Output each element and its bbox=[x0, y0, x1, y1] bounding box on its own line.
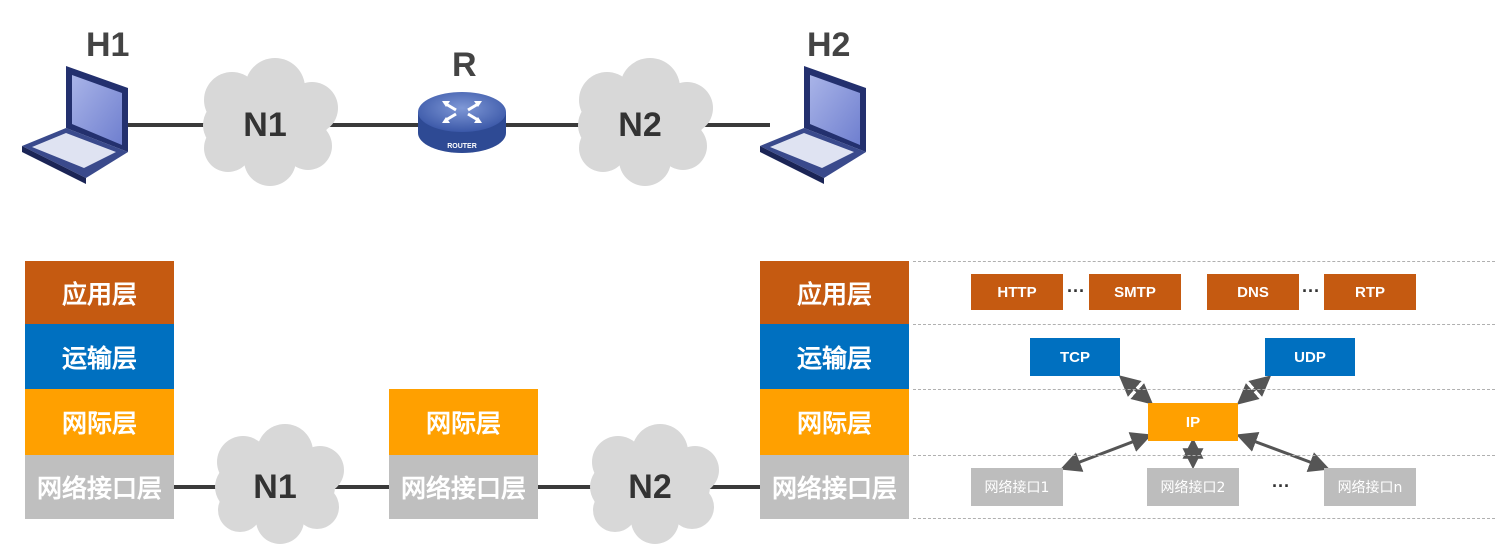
laptop-h1-icon bbox=[22, 66, 128, 184]
cloud-n1-top-label: N1 bbox=[243, 106, 287, 144]
arrow-ip-ifacen bbox=[1236, 432, 1330, 472]
divider-line bbox=[913, 518, 1495, 519]
cloud-n2-top bbox=[578, 58, 713, 186]
protocol-ip: IP bbox=[1148, 403, 1238, 441]
protocol-tcp: TCP bbox=[1030, 338, 1120, 376]
router-icon bbox=[418, 92, 506, 153]
protocol-dns: DNS bbox=[1207, 274, 1299, 310]
protocol-http: HTTP bbox=[971, 274, 1063, 310]
router-network-interface-layer: 网络接口层 bbox=[389, 455, 538, 519]
left-application-layer: 应用层 bbox=[25, 261, 174, 324]
network-interface-1: 网络接口1 bbox=[971, 468, 1063, 506]
network-interface-n: 网络接口n bbox=[1324, 468, 1416, 506]
divider-line bbox=[913, 324, 1495, 325]
protocol-rtp: RTP bbox=[1324, 274, 1416, 310]
arrow-ip-iface1 bbox=[1060, 432, 1152, 472]
protocol-udp: UDP bbox=[1265, 338, 1355, 376]
right-transport-layer: 运输层 bbox=[760, 324, 909, 389]
ellipsis: ··· bbox=[1272, 476, 1290, 496]
divider-line bbox=[913, 455, 1495, 456]
divider-line bbox=[913, 261, 1495, 262]
cloud-n1-bottom bbox=[215, 424, 344, 544]
router-internet-layer: 网际层 bbox=[389, 389, 538, 455]
divider-line bbox=[913, 389, 1495, 390]
cloud-n1-bottom-label: N1 bbox=[253, 468, 297, 506]
cloud-n1-top bbox=[203, 58, 338, 186]
cloud-n2-bottom bbox=[590, 424, 719, 544]
left-transport-layer: 运输层 bbox=[25, 324, 174, 389]
router-label: R bbox=[452, 46, 477, 84]
ellipsis: ··· bbox=[1302, 281, 1320, 301]
right-internet-layer: 网际层 bbox=[760, 389, 909, 455]
arrow-udp-ip bbox=[1236, 375, 1272, 405]
arrow-tcp-ip bbox=[1118, 375, 1154, 405]
cloud-n2-bottom-label: N2 bbox=[628, 468, 672, 506]
right-network-interface-layer: 网络接口层 bbox=[760, 455, 909, 519]
left-internet-layer: 网际层 bbox=[25, 389, 174, 455]
host-h2-label: H2 bbox=[807, 26, 851, 64]
host-h1-label: H1 bbox=[86, 26, 130, 64]
left-network-interface-layer: 网络接口层 bbox=[25, 455, 174, 519]
cloud-n2-top-label: N2 bbox=[618, 106, 662, 144]
protocol-smtp: SMTP bbox=[1089, 274, 1181, 310]
router-badge-text: ROUTER bbox=[447, 143, 477, 150]
laptop-h2-icon bbox=[760, 66, 866, 184]
right-application-layer: 应用层 bbox=[760, 261, 909, 324]
ellipsis: ··· bbox=[1067, 281, 1085, 301]
network-interface-2: 网络接口2 bbox=[1147, 468, 1239, 506]
